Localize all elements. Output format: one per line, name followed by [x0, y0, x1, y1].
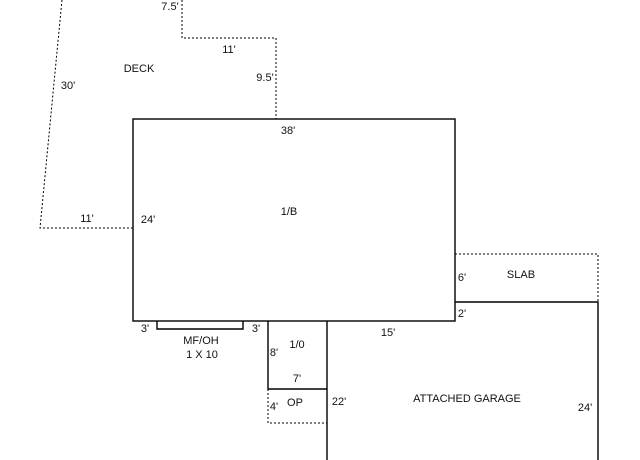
- deck-outline: [39, 0, 133, 229]
- dimension-label: 3': [252, 323, 260, 335]
- dimension-label: 9.5': [256, 72, 273, 84]
- dimension-label: 3': [141, 323, 149, 335]
- bay-outline: [156, 321, 244, 330]
- dimension-label: 22': [332, 396, 346, 408]
- dimension-label: 7.5': [161, 1, 178, 13]
- main-area-label: 1/B: [281, 206, 298, 218]
- dimension-label: 38': [281, 125, 295, 137]
- addition-label: 1/0: [289, 339, 304, 351]
- dimension-label: 7': [293, 373, 301, 385]
- dimension-label: 6': [458, 272, 466, 284]
- garage-label: ATTACHED GARAGE: [413, 393, 521, 405]
- porch-outline: [267, 389, 327, 424]
- deck-label: DECK: [124, 63, 155, 75]
- dimension-label: 2': [458, 308, 466, 320]
- deck-outline-upper: [181, 0, 277, 119]
- dimension-label: 24': [578, 402, 592, 414]
- dimension-label: 15': [381, 327, 395, 339]
- garage-outline-right: [455, 301, 599, 460]
- bay-label: MF/OH: [183, 335, 218, 347]
- dimension-label: 11': [222, 44, 236, 56]
- dimension-label: 30': [61, 80, 75, 92]
- dimension-label: 24': [141, 214, 155, 226]
- porch-label: OP: [287, 397, 303, 409]
- main-house-outline: [132, 118, 456, 322]
- dimension-label: 11': [80, 213, 94, 225]
- bay-size-label: 1 X 10: [186, 349, 218, 361]
- slab-label: SLAB: [507, 269, 535, 281]
- dimension-label: 8': [270, 347, 278, 359]
- dimension-label: 4': [270, 401, 278, 413]
